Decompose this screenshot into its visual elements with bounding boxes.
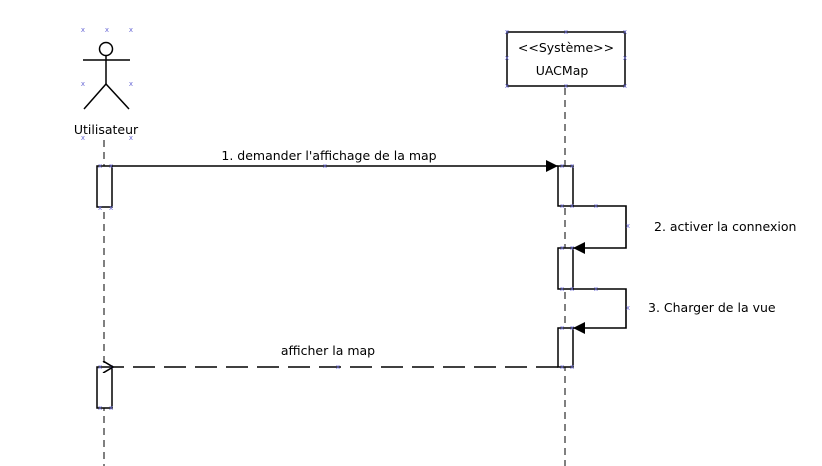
system-box [506,31,626,87]
selection-handle-icon: x [98,162,102,170]
selection-handle-icon: x [505,54,509,62]
system-name-label: UACMap [536,63,589,78]
selection-handle-icon: x [109,204,113,212]
selection-handle-icon: x [129,134,133,142]
selection-handle-icon: x [505,82,509,90]
selection-handle-icon: x [560,324,564,332]
selection-handle-icon: x [560,202,564,210]
selection-handle-icon: x [560,363,564,371]
selection-handle-icon: x [626,304,630,312]
selection-handle-icon: x [98,363,102,371]
selection-handle-icon: x [505,28,509,36]
selection-handle-icon: x [570,202,574,210]
actor-activation-bar[interactable] [96,165,113,208]
message-1[interactable]: 1. demander l'affichage de la map x [112,148,558,172]
selection-handle-icon: x [564,28,568,36]
selection-handle-icon: x [109,363,113,371]
selection-handle-icon: x [570,162,574,170]
selection-handle-icon: x [336,363,340,371]
actor-utilisateur[interactable]: Utilisateur x x x x x x x [74,26,139,142]
selection-handle-icon: x [623,82,627,90]
actor-head [98,41,114,57]
selection-handle-icon: x [564,82,568,90]
selection-handle-icon: x [129,26,133,34]
selection-handle-icon: x [81,80,85,88]
selection-handle-icon: x [105,26,109,34]
system-activation-bar[interactable] [557,247,574,290]
selection-handle-icon: x [129,80,133,88]
message-3-arrow [573,288,627,334]
selection-handle-icon: x [81,26,85,34]
return-message[interactable]: afficher la map x [113,343,558,371]
message-3-label: 3. Charger de la vue [648,300,776,315]
actor-right-leg [105,83,130,110]
activation-handles: x x x x x x x x x x x x x x x x x x x x [98,162,574,412]
selection-handle-icon: x [98,404,102,412]
message-1-label: 1. demander l'affichage de la map [221,148,436,163]
message-2-label: 2. activer la connexion [654,219,796,234]
selection-handle-icon: x [109,404,113,412]
system-box-uacmap[interactable]: <<Système>> UACMap x x x x x x x x [505,28,627,90]
actor-left-leg [83,83,107,110]
system-activation-bar[interactable] [557,327,574,368]
message-2-arrow [573,205,627,254]
actor-name-label: Utilisateur [74,122,139,137]
system-stereotype-label: <<Système>> [518,40,614,55]
selection-handle-icon: x [560,285,564,293]
selection-handle-icon: x [560,244,564,252]
selection-handle-icon: x [560,162,564,170]
selection-handle-icon: x [109,162,113,170]
system-activation-bar[interactable] [557,165,574,207]
selection-handle-icon: x [81,134,85,142]
selection-handle-icon: x [570,244,574,252]
selection-handle-icon: x [570,324,574,332]
selection-handle-icon: x [594,285,598,293]
selection-handle-icon: x [623,54,627,62]
actor-activation-bar[interactable] [96,366,113,409]
selection-handle-icon: x [626,222,630,230]
selection-handle-icon: x [570,363,574,371]
selection-handle-icon: x [623,28,627,36]
selection-handle-icon: x [98,204,102,212]
selection-handle-icon: x [323,162,327,170]
message-2[interactable]: 2. activer la connexion x x [573,202,796,254]
return-message-label: afficher la map [281,343,375,358]
message-3[interactable]: 3. Charger de la vue x x [573,285,776,334]
selection-handle-icon: x [594,202,598,210]
selection-handle-icon: x [570,285,574,293]
